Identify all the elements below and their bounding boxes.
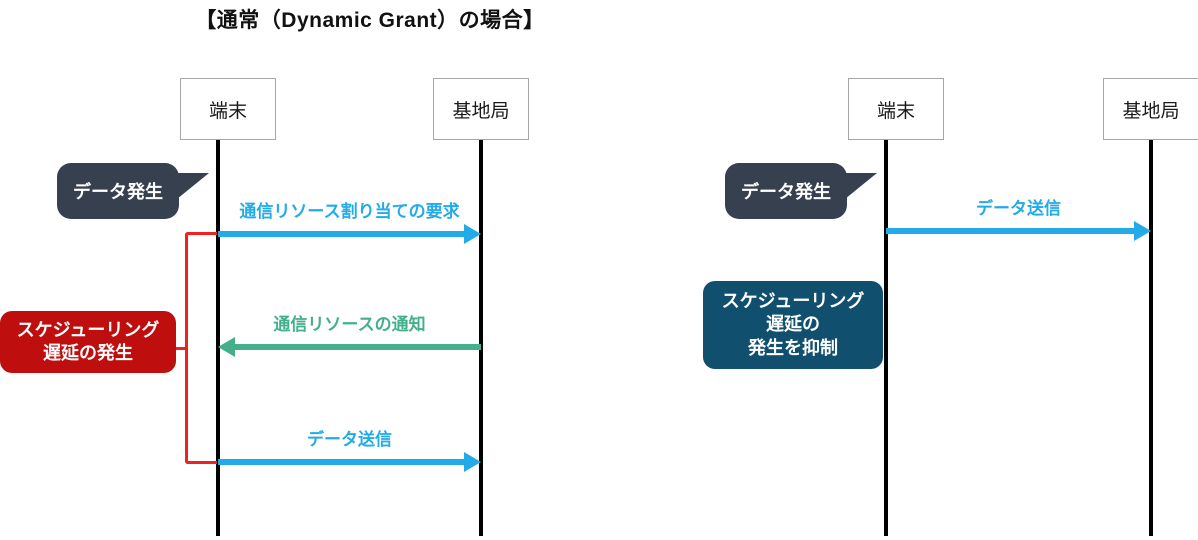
left-message-resource-notification: 通信リソースの通知 — [218, 315, 481, 357]
left-message-resource-request-label: 通信リソース割り当ての要求 — [239, 202, 460, 221]
arrow-shaft — [218, 459, 465, 465]
arrow-shaft — [218, 231, 465, 237]
left-sequence-diagram: 端末 基地局 データ発生 スケジューリング 遅延の発生 通信リソース割り当ての要… — [0, 78, 529, 536]
arrow-head-left-icon — [218, 337, 235, 357]
bracket-pointer-icon — [174, 346, 188, 350]
right-scheduling-delay-line2: 遅延の — [766, 314, 820, 335]
left-actor-base-station: 基地局 — [433, 78, 529, 140]
right-actor-base-station: 基地局 — [1103, 78, 1198, 140]
left-actor-terminal: 端末 — [180, 78, 276, 140]
arrow-head-right-icon — [464, 452, 481, 472]
page-title: 【通常（Dynamic Grant）の場合】 — [195, 9, 545, 32]
left-message-data-transmission-label: データ送信 — [307, 430, 392, 449]
left-data-generation-callout-label: データ発生 — [73, 182, 163, 202]
right-actor-base-station-label: 基地局 — [1122, 100, 1180, 122]
left-message-resource-request: 通信リソース割り当ての要求 — [218, 202, 481, 244]
left-scheduling-delay-label: スケジューリング 遅延の発生 — [0, 311, 176, 373]
right-data-generation-callout: データ発生 — [725, 163, 877, 219]
arrow-shaft — [234, 344, 481, 350]
left-scheduling-delay-line1: スケジューリング — [16, 319, 160, 340]
left-lifeline-base-station — [479, 140, 483, 536]
left-actor-base-station-label: 基地局 — [452, 100, 510, 122]
right-message-data-transmission: データ送信 — [886, 199, 1151, 241]
callout-tail-icon — [845, 173, 877, 199]
right-scheduling-delay-line3: 発生を抑制 — [748, 337, 838, 358]
left-scheduling-delay-bracket — [174, 232, 217, 464]
right-actor-terminal: 端末 — [848, 78, 944, 140]
left-actor-terminal-label: 端末 — [208, 100, 247, 122]
arrow-shaft — [886, 228, 1135, 234]
right-scheduling-delay-line1: スケジューリング — [721, 291, 865, 312]
left-message-resource-notification-label: 通信リソースの通知 — [273, 315, 426, 334]
left-message-data-transmission: データ送信 — [218, 430, 481, 472]
right-scheduling-delay-suppressed-label: スケジューリング 遅延の 発生を抑制 — [703, 281, 883, 369]
callout-tail-icon — [177, 173, 209, 199]
arrow-head-right-icon — [1134, 221, 1151, 241]
arrow-head-right-icon — [464, 224, 481, 244]
right-message-data-transmission-label: データ送信 — [976, 199, 1061, 218]
right-actor-terminal-label: 端末 — [876, 100, 915, 122]
right-lifeline-base-station — [1149, 140, 1153, 536]
left-data-generation-callout: データ発生 — [57, 163, 209, 219]
right-sequence-diagram: 端末 基地局 データ発生 スケジューリング 遅延の 発生を抑制 データ送信 — [598, 0, 1198, 540]
right-data-generation-callout-label: データ発生 — [741, 182, 831, 202]
right-lifeline-terminal — [884, 140, 888, 536]
left-scheduling-delay-line2: 遅延の発生 — [43, 343, 133, 363]
